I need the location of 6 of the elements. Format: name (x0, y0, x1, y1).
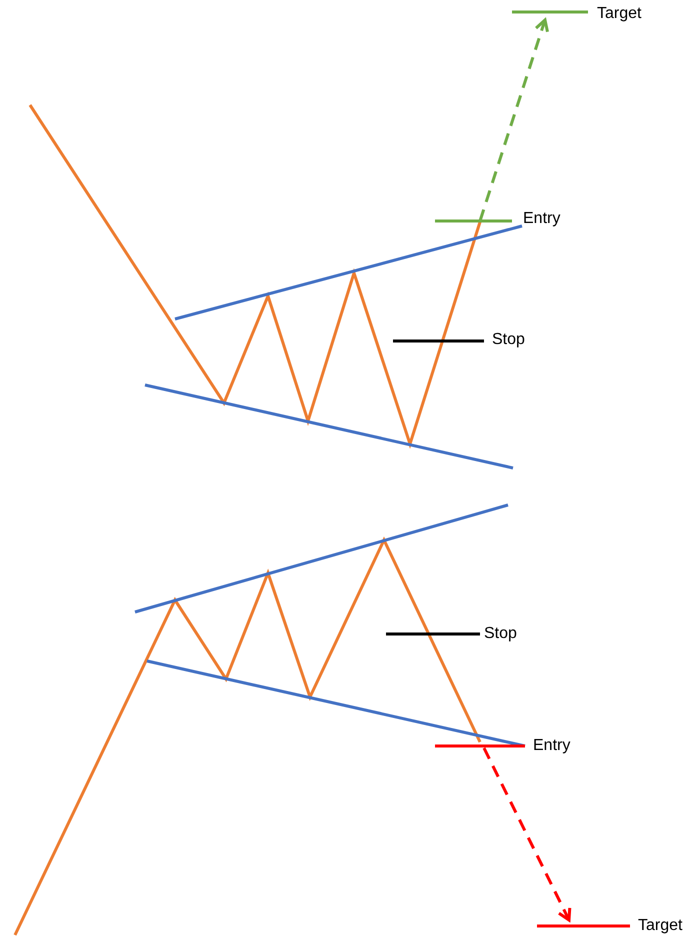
stop-label: Stop (484, 625, 517, 643)
entry-label: Entry (523, 210, 560, 228)
entry-label: Entry (533, 737, 570, 755)
target-label: Target (597, 5, 642, 23)
target-label: Target (638, 917, 682, 935)
stop-label: Stop (492, 331, 525, 349)
